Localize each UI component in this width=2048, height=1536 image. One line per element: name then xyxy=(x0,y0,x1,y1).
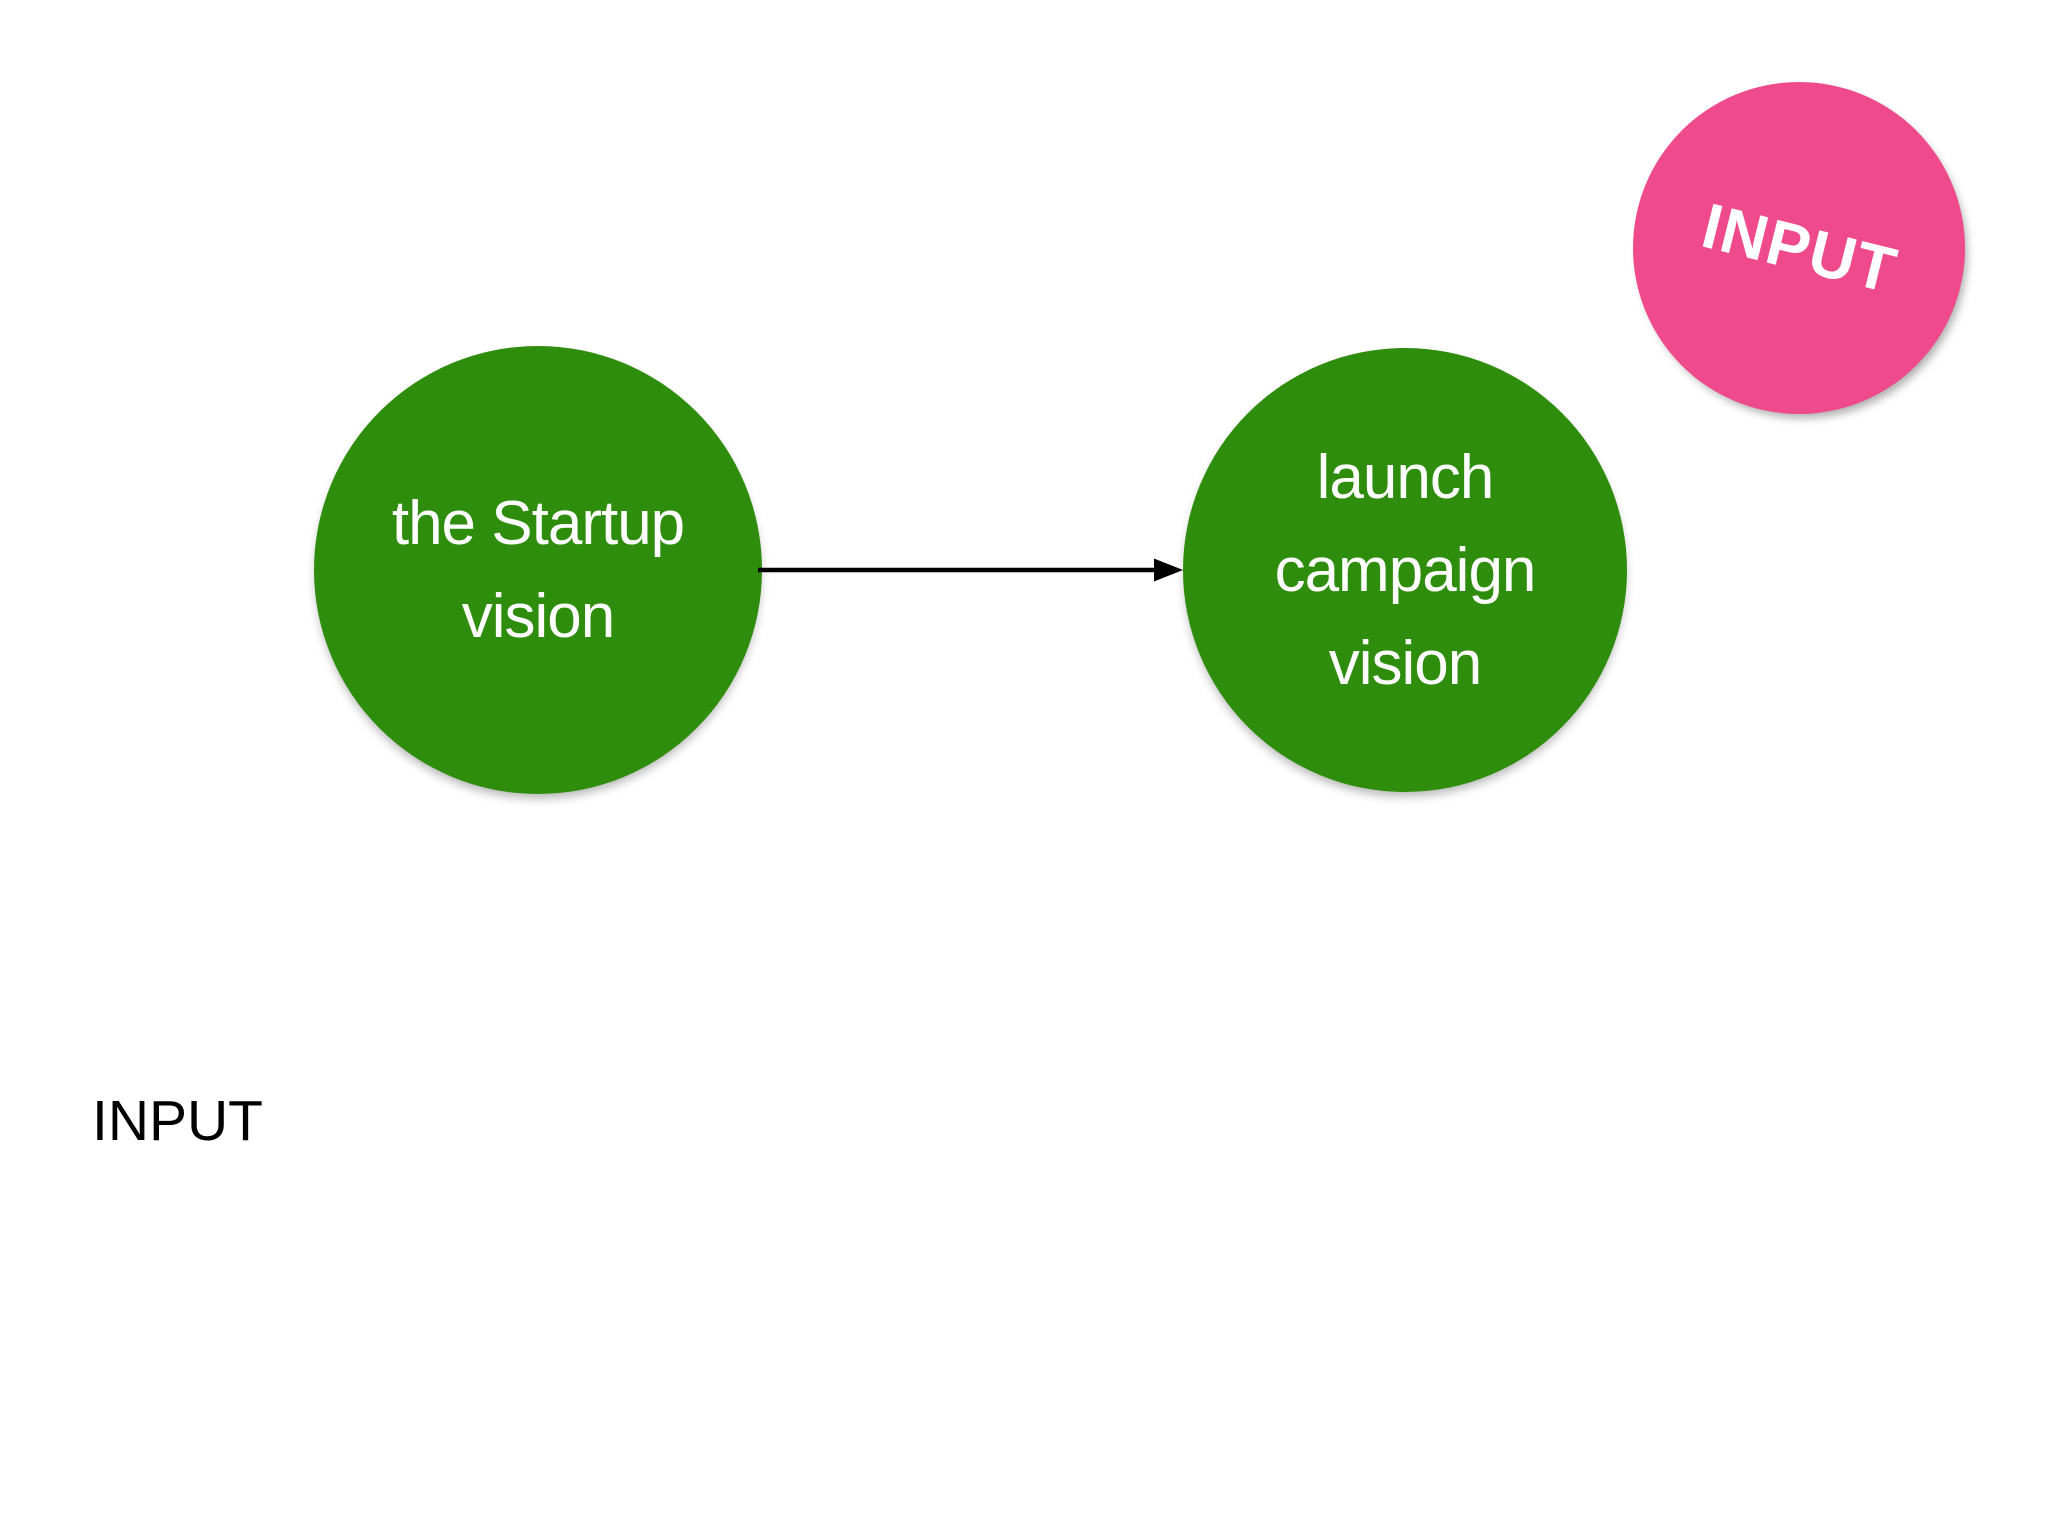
input-caption: INPUT xyxy=(92,1089,263,1153)
input-badge-label: INPUT xyxy=(1694,189,1904,307)
node-launch-campaign-vision-label: launch campaign vision xyxy=(1274,442,1537,698)
node-startup-vision-label: the Startup vision xyxy=(391,489,685,651)
node-launch-campaign-vision[interactable]: launch campaign vision xyxy=(1183,348,1627,792)
connector-arrowhead-icon xyxy=(1154,558,1183,582)
connector-arrow xyxy=(758,558,1183,582)
input-badge[interactable]: INPUT xyxy=(1633,82,1965,414)
node-startup-vision[interactable]: the Startup vision xyxy=(314,346,762,794)
